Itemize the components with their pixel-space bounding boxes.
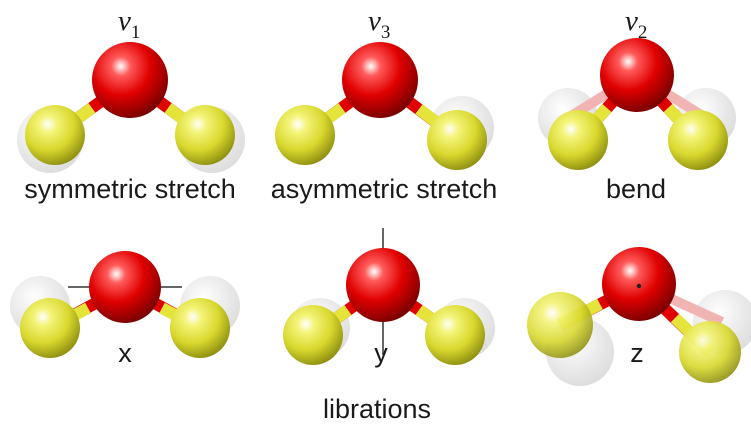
molecule-asymmetric-stretch <box>275 42 494 170</box>
hydrogen-atom-right <box>679 321 741 383</box>
label-libration-z: z <box>630 338 644 368</box>
oxygen-atom <box>346 248 420 322</box>
molecule-libration-x <box>10 251 240 358</box>
molecule-libration-z <box>527 247 751 386</box>
mode-symbol-1: v1 <box>118 5 140 43</box>
label-bend: bend <box>606 174 666 204</box>
axis-dot-z <box>636 283 642 289</box>
label-libration-y: y <box>374 338 388 368</box>
label-asymmetric-stretch: asymmetric stretch <box>271 174 498 204</box>
librations-title: librations <box>323 394 431 424</box>
hydrogen-atom-right <box>175 105 235 165</box>
hydrogen-atom-left <box>275 105 335 165</box>
hydrogen-atom-left <box>527 292 593 358</box>
oxygen-atom <box>92 42 168 118</box>
hydrogen-atom-left <box>20 298 80 358</box>
hydrogen-atom-left <box>25 105 85 165</box>
mode-symbol-2: v2 <box>625 5 647 43</box>
mode-symbol-3: v3 <box>368 5 390 43</box>
hydrogen-atom-right <box>170 298 230 358</box>
oxygen-atom <box>600 38 674 112</box>
hydrogen-atom-right <box>425 305 485 365</box>
molecule-bend <box>538 38 736 170</box>
molecule-symmetric-stretch <box>17 42 245 173</box>
oxygen-atom <box>342 42 418 118</box>
label-libration-x: x <box>118 338 132 368</box>
hydrogen-atom-right <box>427 110 487 170</box>
label-symmetric-stretch: symmetric stretch <box>24 174 236 204</box>
hydrogen-atom-left <box>548 110 608 170</box>
oxygen-atom <box>89 251 161 323</box>
hydrogen-atom-left <box>283 305 343 365</box>
molecule-libration-y <box>283 228 495 365</box>
hydrogen-atom-right <box>668 110 728 170</box>
